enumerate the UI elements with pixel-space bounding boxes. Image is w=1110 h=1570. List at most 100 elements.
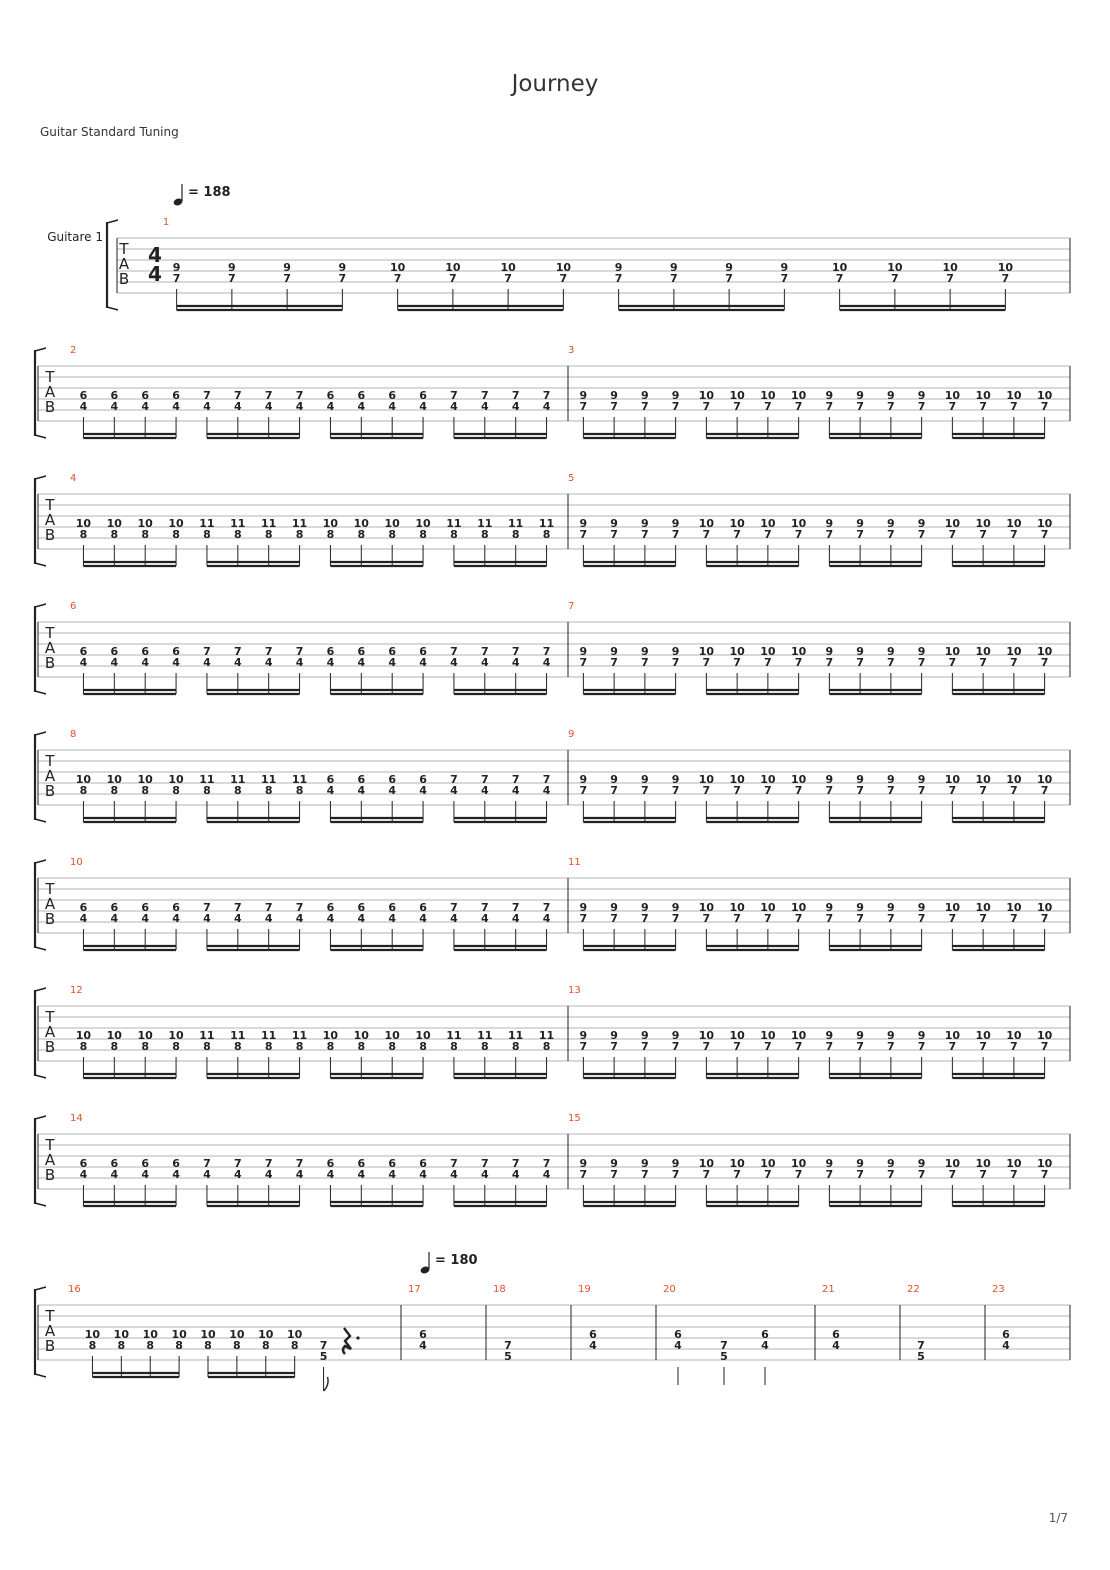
fret-number-high: 10: [975, 1157, 991, 1170]
fret-number-low: 4: [512, 656, 520, 669]
fret-number-high: 9: [641, 901, 649, 914]
fret-number-low: 7: [764, 1040, 772, 1053]
fret-number-high: 6: [80, 1157, 88, 1170]
fret-number-low: 4: [357, 912, 365, 925]
fret-number-high: 10: [168, 517, 184, 530]
fret-number-high: 6: [357, 645, 365, 658]
fret-number-low: 4: [388, 400, 396, 413]
measure-number: 13: [568, 985, 581, 996]
fret-number-high: 11: [261, 773, 276, 786]
fret-number-low: 7: [703, 912, 711, 925]
fret-number-high: 10: [975, 389, 991, 402]
fret-number-low: 7: [703, 1040, 711, 1053]
fret-number-high: 9: [826, 645, 834, 658]
fret-number-high: 10: [500, 261, 516, 274]
fret-number-high: 9: [856, 389, 864, 402]
measure-number: 10: [70, 857, 83, 868]
fret-number-high: 7: [481, 389, 489, 402]
fret-number-low: 7: [1010, 400, 1018, 413]
fret-number-high: 6: [419, 1328, 427, 1341]
fret-number-high: 9: [610, 389, 618, 402]
fret-number-high: 9: [610, 1157, 618, 1170]
fret-number-high: 10: [975, 517, 991, 530]
tab-letter-t: T: [44, 368, 55, 386]
tab-letter-a: A: [45, 639, 56, 657]
fret-number-low: 8: [141, 784, 149, 797]
fret-number-high: 11: [508, 517, 523, 530]
fret-number-low: 7: [672, 784, 680, 797]
fret-number-low: 4: [327, 784, 335, 797]
fret-number-high: 6: [357, 1157, 365, 1170]
fret-number-high: 10: [415, 1029, 431, 1042]
fret-number-low: 8: [265, 1040, 273, 1053]
fret-number-low: 4: [234, 1168, 242, 1181]
fret-number-low: 7: [1041, 1168, 1049, 1181]
fret-number-low: 7: [504, 272, 512, 285]
fret-number-high: 10: [729, 517, 745, 530]
page-number: 1/7: [1048, 1511, 1068, 1525]
fret-number-high: 11: [230, 773, 245, 786]
fret-number-low: 8: [327, 528, 335, 541]
fret-number-high: 10: [354, 1029, 370, 1042]
fret-number-low: 7: [733, 1040, 741, 1053]
fret-number-high: 9: [887, 517, 895, 530]
fret-number-high: 9: [610, 517, 618, 530]
fret-number-high: 6: [674, 1328, 682, 1341]
fret-number-low: 8: [512, 1040, 520, 1053]
fret-number-low: 7: [580, 784, 588, 797]
fret-number-low: 4: [296, 1168, 304, 1181]
fret-number-low: 4: [450, 784, 458, 797]
fret-number-high: 11: [230, 517, 245, 530]
fret-number-low: 7: [1002, 272, 1010, 285]
fret-number-low: 8: [357, 528, 365, 541]
fret-number-low: 4: [419, 912, 427, 925]
fret-number-high: 6: [80, 389, 88, 402]
fret-number-high: 10: [1006, 901, 1022, 914]
fret-number-low: 4: [296, 912, 304, 925]
tab-letter-t: T: [44, 752, 55, 770]
fret-number-low: 8: [89, 1339, 97, 1352]
fret-number-high: 7: [512, 645, 520, 658]
fret-number-low: 4: [265, 912, 273, 925]
fret-number-high: 10: [107, 517, 123, 530]
fret-number-low: 4: [357, 784, 365, 797]
measure-number: 22: [907, 1284, 920, 1295]
fret-number-low: 7: [949, 400, 957, 413]
fret-number-high: 10: [791, 389, 807, 402]
fret-number-low: 8: [450, 1040, 458, 1053]
fret-number-low: 4: [172, 400, 180, 413]
fret-number-low: 7: [672, 656, 680, 669]
fret-number-high: 10: [385, 517, 401, 530]
fret-number-high: 7: [504, 1339, 512, 1352]
fret-number-low: 7: [795, 656, 803, 669]
fret-number-low: 7: [580, 912, 588, 925]
song-title: Journey: [511, 71, 599, 97]
fret-number-high: 6: [327, 901, 335, 914]
fret-number-high: 10: [171, 1328, 187, 1341]
fret-number-high: 10: [415, 517, 431, 530]
system-bracket-top: [34, 347, 47, 352]
tab-letter-a: A: [119, 255, 130, 273]
fret-number-high: 9: [918, 1029, 926, 1042]
fret-number-low: 7: [1041, 400, 1049, 413]
fret-number-high: 7: [512, 901, 520, 914]
fret-number-high: 6: [141, 1157, 149, 1170]
fret-number-low: 4: [141, 400, 149, 413]
fret-number-high: 10: [998, 261, 1014, 274]
fret-number-high: 7: [265, 389, 273, 402]
fret-number-high: 6: [80, 645, 88, 658]
fret-number-low: 8: [110, 784, 118, 797]
fret-number-low: 8: [481, 1040, 489, 1053]
fret-number-high: 9: [672, 901, 680, 914]
eighth-flag: [323, 1376, 329, 1392]
fret-number-high: 10: [945, 1029, 961, 1042]
fret-number-high: 10: [760, 1029, 776, 1042]
fret-number-low: 4: [481, 656, 489, 669]
fret-number-high: 6: [141, 645, 149, 658]
fret-number-low: 7: [949, 784, 957, 797]
measure-number: 8: [70, 729, 76, 740]
fret-number-low: 4: [110, 656, 118, 669]
measure-number: 5: [568, 473, 574, 484]
fret-number-low: 7: [641, 528, 649, 541]
fret-number-high: 10: [76, 517, 92, 530]
